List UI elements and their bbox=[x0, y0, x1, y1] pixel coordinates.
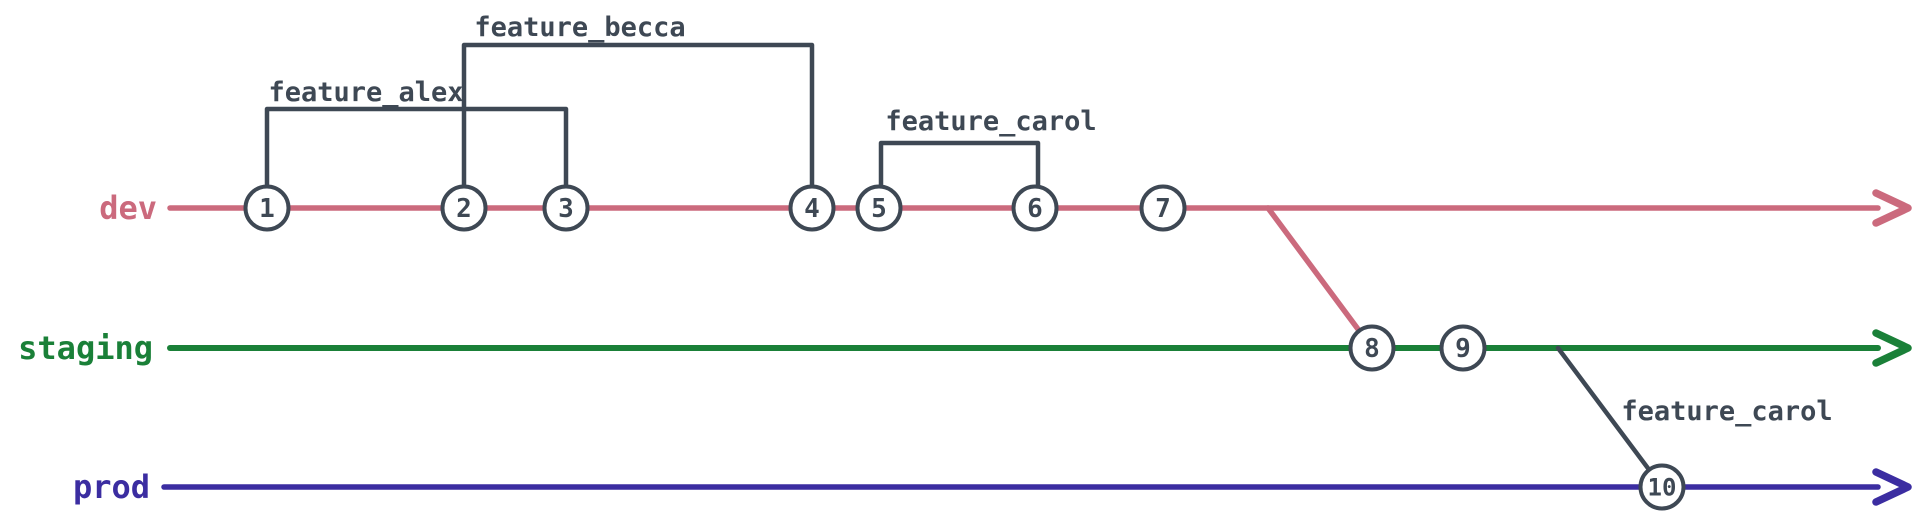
commit-number: 3 bbox=[558, 194, 574, 224]
commit-number: 4 bbox=[804, 194, 820, 224]
feature-branch-label: feature_carol bbox=[1621, 396, 1832, 427]
commit-number: 1 bbox=[259, 194, 275, 224]
commit-circle bbox=[1139, 184, 1187, 232]
commit-circle bbox=[1348, 324, 1396, 372]
commit-circle bbox=[855, 184, 903, 232]
commit-node: 10 bbox=[1638, 463, 1686, 511]
feature-branch-label: feature_becca bbox=[474, 12, 685, 43]
commit-number: 5 bbox=[871, 194, 887, 224]
arrow-right-icon bbox=[1872, 329, 1912, 367]
commit-circle bbox=[243, 184, 291, 232]
arrow-right-icon bbox=[1872, 468, 1912, 506]
commit-number: 8 bbox=[1364, 334, 1380, 364]
commit-node: 8 bbox=[1348, 324, 1396, 372]
merge-line-staging-to-prod-10 bbox=[1555, 345, 1665, 490]
commit-node: 2 bbox=[440, 184, 488, 232]
branch-label-dev: dev bbox=[99, 189, 157, 227]
commit-node: 5 bbox=[855, 184, 903, 232]
feature-branch-label: feature_alex bbox=[268, 77, 463, 108]
feature-branch-bracket bbox=[264, 106, 569, 189]
commit-circle bbox=[1439, 324, 1487, 372]
merge-line-dev-to-staging-8 bbox=[1265, 205, 1375, 351]
commit-circle bbox=[1638, 463, 1686, 511]
commit-node: 9 bbox=[1439, 324, 1487, 372]
commit-number: 7 bbox=[1155, 194, 1171, 224]
commit-node: 3 bbox=[542, 184, 590, 232]
commit-number: 9 bbox=[1455, 334, 1471, 364]
branch-label-staging: staging bbox=[18, 329, 153, 367]
commit-node: 7 bbox=[1139, 184, 1187, 232]
feature-branch-bracket bbox=[461, 42, 815, 189]
commit-circle bbox=[788, 184, 836, 232]
commit-number: 2 bbox=[456, 194, 472, 224]
commit-circle bbox=[440, 184, 488, 232]
commit-node: 6 bbox=[1011, 184, 1059, 232]
commit-circle bbox=[542, 184, 590, 232]
feature-branch-label: feature_carol bbox=[885, 106, 1096, 137]
feature-branch-bracket bbox=[878, 140, 1041, 189]
branch-label-prod: prod bbox=[73, 468, 150, 506]
arrow-right-icon bbox=[1872, 189, 1912, 227]
commit-circle bbox=[1011, 184, 1059, 232]
commit-node: 4 bbox=[788, 184, 836, 232]
commit-number: 10 bbox=[1648, 473, 1677, 501]
commit-number: 6 bbox=[1027, 194, 1043, 224]
commit-node: 1 bbox=[243, 184, 291, 232]
